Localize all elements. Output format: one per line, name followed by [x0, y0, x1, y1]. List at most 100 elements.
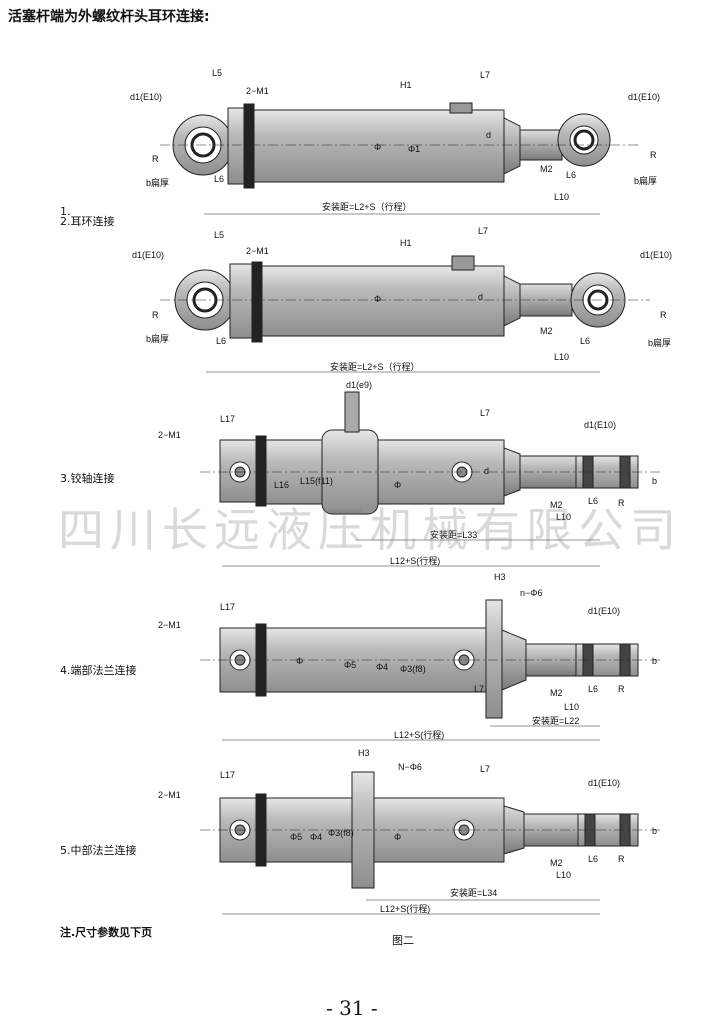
dim-l7: L7 — [480, 764, 490, 774]
dim-b-thick: b扁厚 — [146, 333, 169, 344]
dim-b: b — [652, 656, 657, 666]
section-label-1-2: 1. 2.耳环连接 — [60, 205, 115, 228]
dim-m2: M2 — [550, 688, 563, 698]
dim-d: d — [478, 292, 483, 302]
dim-l6: L6 — [580, 336, 590, 346]
dim-phi: Φ — [394, 832, 401, 842]
dim-l12s: L12+S(行程) — [380, 903, 430, 914]
cylinder-drawing-1 — [160, 102, 640, 215]
company-watermark: 四川长远液压机械有限公司 — [58, 503, 682, 557]
dim-install-l34: 安装距=L34 — [450, 887, 497, 898]
dim-r: R — [618, 684, 625, 694]
dim-l10: L10 — [556, 512, 571, 522]
dim-d: d — [484, 466, 489, 476]
dim-l10: L10 — [564, 702, 579, 712]
dimension-labels: d1(E10) L5 2−M1 H1 L7 d1(E10) R R b扁厚 b扁… — [130, 68, 672, 914]
dim-phi: Φ — [374, 294, 381, 304]
dim-l7: L7 — [480, 408, 490, 418]
dim-l10: L10 — [554, 192, 569, 202]
dim-phi: Φ — [296, 656, 303, 666]
cylinder-drawing-2 — [160, 255, 650, 373]
dim-r: R — [650, 150, 657, 160]
dim-n-phi6: N−Φ6 — [398, 762, 422, 772]
dim-d1e10: d1(E10) — [640, 250, 672, 260]
dim-phi: Φ — [374, 142, 381, 152]
dim-m1: 2−M1 — [246, 246, 269, 256]
dim-m2: M2 — [550, 500, 563, 510]
section-label-5: 5.中部法兰连接 — [60, 844, 137, 857]
dim-b: b — [652, 476, 657, 486]
dim-h1: H1 — [400, 238, 412, 248]
dim-l5: L5 — [214, 230, 224, 240]
dim-m1: 2−M1 — [158, 430, 181, 440]
dim-l10: L10 — [554, 352, 569, 362]
dim-l7: L7 — [474, 684, 484, 694]
dim-d: d — [486, 130, 491, 140]
dim-l6: L6 — [566, 170, 576, 180]
figure-caption: 图二 — [392, 934, 414, 947]
dim-m1: 2−M1 — [158, 790, 181, 800]
dim-l17: L17 — [220, 414, 235, 424]
dim-m2: M2 — [550, 858, 563, 868]
section-label-1: 1. — [60, 205, 71, 218]
dim-l12s: L12+S(行程) — [394, 729, 444, 740]
dim-l12s: L12+S(行程) — [390, 555, 440, 566]
dim-b-thick: b扁厚 — [634, 175, 657, 186]
dim-l16: L16 — [274, 480, 289, 490]
dim-l6: L6 — [216, 336, 226, 346]
page-heading: 活塞杆端为外螺纹杆头耳环连接: — [8, 9, 210, 25]
section-label-4: 4.端部法兰连接 — [60, 664, 137, 677]
dim-d1e10: d1(E10) — [130, 92, 162, 102]
dim-install-l2s: 安装距=L2+S（行程） — [330, 361, 420, 372]
dim-l17: L17 — [220, 602, 235, 612]
dim-d1e10: d1(E10) — [132, 250, 164, 260]
dim-d1e9: d1(e9) — [346, 380, 372, 390]
page-number: - 31 - — [326, 996, 378, 1020]
dim-install-l22: 安装距=L22 — [532, 715, 579, 726]
dim-m2: M2 — [540, 326, 553, 336]
dim-l17: L17 — [220, 770, 235, 780]
dim-install-l2s: 安装距=L2+S（行程） — [322, 201, 412, 212]
dim-phi5: Φ5 — [290, 832, 302, 842]
cylinder-drawing-4 — [200, 599, 660, 741]
dim-h3: H3 — [358, 748, 370, 758]
section-label-3: 3.铰轴连接 — [60, 472, 115, 485]
dim-h1: H1 — [400, 80, 412, 90]
dim-b: b — [652, 826, 657, 836]
dim-b-thick: b扁厚 — [648, 337, 671, 348]
dim-d1e10: d1(E10) — [588, 778, 620, 788]
dim-l5: L5 — [212, 68, 222, 78]
section-label-2: 2.耳环连接 — [60, 215, 115, 228]
dim-m1: 2−M1 — [246, 86, 269, 96]
dim-m2: M2 — [540, 164, 553, 174]
dim-b-thick: b扁厚 — [146, 177, 169, 188]
dim-h3: H3 — [494, 572, 506, 582]
dim-l7: L7 — [478, 226, 488, 236]
dim-r: R — [660, 310, 667, 320]
dim-phi4: Φ4 — [376, 662, 388, 672]
dim-phi5: Φ5 — [344, 660, 356, 670]
dim-l6: L6 — [588, 684, 598, 694]
dim-r: R — [618, 854, 625, 864]
dim-l15: L15(f11) — [300, 476, 333, 486]
footnote: 注.尺寸参数见下页 — [60, 926, 153, 939]
dim-r: R — [152, 154, 159, 164]
dim-phi: Φ — [394, 480, 401, 490]
dim-l6: L6 — [588, 854, 598, 864]
dim-install-l33: 安装距=L33 — [430, 529, 477, 540]
dim-l7: L7 — [480, 70, 490, 80]
dim-d1e10: d1(E10) — [588, 606, 620, 616]
dim-phi1: Φ1 — [408, 144, 420, 154]
dim-phi3: Φ3(f8) — [400, 664, 426, 674]
dim-l10: L10 — [556, 870, 571, 880]
dim-l6: L6 — [588, 496, 598, 506]
dim-m1: 2−M1 — [158, 620, 181, 630]
dim-n-phi6: n−Φ6 — [520, 588, 542, 598]
dim-d1e10: d1(E10) — [628, 92, 660, 102]
dim-d1e10: d1(E10) — [584, 420, 616, 430]
dim-r: R — [152, 310, 159, 320]
dim-r: R — [618, 498, 625, 508]
cylinder-drawing-3 — [200, 391, 660, 567]
dim-phi3: Φ3(f8) — [328, 828, 354, 838]
